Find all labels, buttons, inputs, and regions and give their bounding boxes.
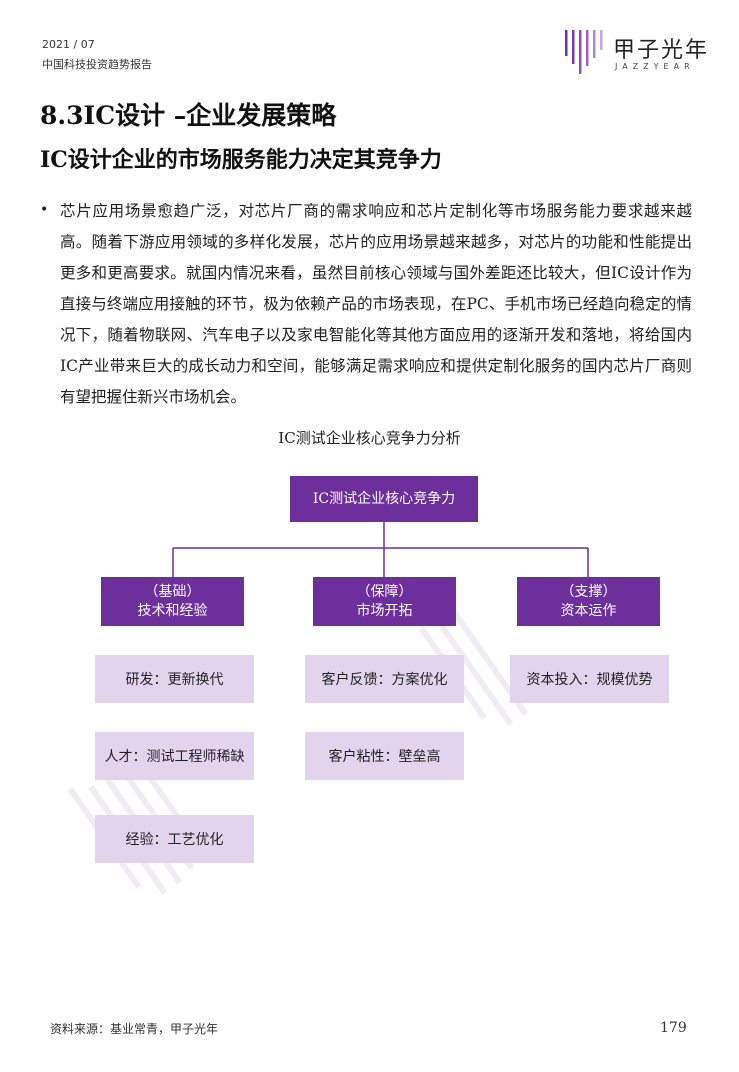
item-label: 资本投入：规模优势	[526, 672, 653, 688]
item-box: 研发：更新换代	[95, 655, 254, 703]
bullet-marker: •	[40, 202, 49, 218]
section-title: 8.3IC设计 –企业发展策略	[40, 101, 337, 130]
category-label: 市场开拓	[356, 602, 413, 619]
logo-text-cn: 甲子光年	[613, 38, 710, 63]
diagram-root-box: IC测试企业核心竞争力	[290, 476, 478, 522]
diagram-title: IC测试企业核心竞争力分析	[278, 429, 461, 447]
category-label: 技术和经验	[137, 602, 208, 619]
item-box: 客户粘性：壁垒高	[305, 732, 464, 780]
page-number: 179	[660, 1020, 687, 1036]
section-subtitle: IC设计企业的市场服务能力决定其竞争力	[40, 147, 442, 173]
item-box: 资本投入：规模优势	[510, 655, 669, 703]
category-label: 资本运作	[560, 602, 617, 619]
category-tag: （支撑）	[560, 583, 617, 600]
logo-text-en: JAZZYEAR	[615, 62, 695, 71]
item-box: 客户反馈：方案优化	[305, 655, 464, 703]
item-box: 人才：测试工程师稀缺	[95, 732, 254, 780]
brand-logo: 甲子光年 JAZZYEAR	[563, 24, 713, 84]
item-label: 人才：测试工程师稀缺	[104, 749, 245, 765]
diagram-root-label: IC测试企业核心竞争力	[312, 490, 456, 507]
item-label: 研发：更新换代	[125, 672, 224, 688]
body-paragraph: 芯片应用场景愈趋广泛，对芯片厂商的需求响应和芯片定制化等市场服务能力要求越来越高…	[60, 202, 692, 406]
category-box-capital: （支撑） 资本运作	[517, 577, 660, 626]
category-tag: （保障）	[356, 583, 413, 600]
category-box-market: （保障） 市场开拓	[313, 577, 456, 626]
item-label: 客户反馈：方案优化	[321, 672, 448, 688]
item-label: 客户粘性：壁垒高	[328, 749, 441, 765]
category-tag: （基础）	[144, 583, 201, 600]
report-name: 中国科技投资趋势报告	[42, 58, 152, 71]
report-date: 2021 / 07	[42, 38, 95, 51]
category-box-tech: （基础） 技术和经验	[101, 577, 244, 626]
item-box: 经验：工艺优化	[95, 815, 254, 863]
item-label: 经验：工艺优化	[125, 832, 224, 848]
source-note: 资料来源：基业常青，甲子光年	[50, 1022, 219, 1036]
logo-bars-icon	[565, 30, 603, 74]
